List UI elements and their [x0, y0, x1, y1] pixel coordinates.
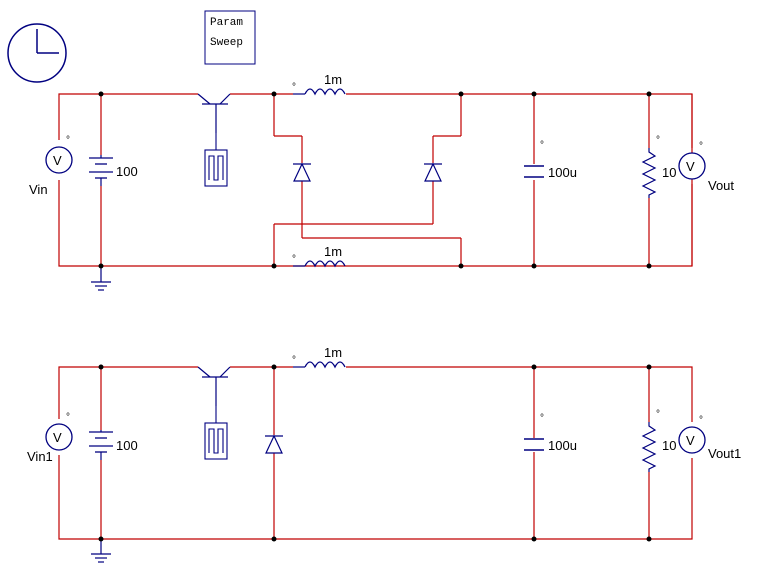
top-diode-left[interactable] — [293, 162, 311, 182]
top-inductor-2-dot: ° — [292, 254, 296, 265]
circuit-top: V ° Vin 100 ° — [29, 72, 734, 291]
bottom-inductor-value: 1m — [324, 345, 342, 360]
param-sweep-block[interactable]: Param Sweep — [204, 10, 256, 65]
top-wires — [58, 93, 693, 267]
param-sweep-label-1: Param — [210, 17, 243, 29]
bottom-voltmeter-in-dot: ° — [66, 412, 70, 423]
top-capacitor-value: 100u — [548, 165, 577, 180]
top-source-value: 100 — [116, 164, 138, 179]
top-diode-right[interactable] — [424, 162, 442, 182]
bottom-wires — [58, 366, 693, 540]
bottom-voltmeter-in-label: Vin1 — [27, 449, 53, 464]
bottom-voltmeter-out-symbol: V — [686, 433, 695, 448]
bottom-dc-source[interactable]: 100 — [89, 430, 138, 460]
top-voltmeter-in-symbol: V — [53, 153, 62, 168]
bottom-resistor-dot: ° — [656, 409, 660, 420]
clock-icon[interactable] — [7, 23, 67, 83]
top-gate-pulse-icon — [204, 133, 228, 187]
bottom-capacitor-dot: ° — [540, 413, 544, 424]
top-resistor-dot: ° — [656, 135, 660, 146]
top-inductor-1-dot: ° — [292, 82, 296, 93]
bottom-ground-symbol — [91, 539, 111, 563]
bottom-voltmeter-in[interactable]: V ° Vin1 — [27, 412, 73, 464]
bottom-gate-pulse-icon — [204, 406, 228, 460]
top-resistor-value: 10 — [662, 165, 676, 180]
top-voltmeter-out-symbol: V — [686, 159, 695, 174]
top-voltmeter-in[interactable]: V ° Vin — [29, 135, 73, 197]
top-inductor-1-value: 1m — [324, 72, 342, 87]
bottom-junctions — [98, 364, 652, 542]
circuit-bottom: V ° Vin1 100 ° 1m — [27, 345, 741, 563]
top-inductor-1[interactable]: ° 1m — [292, 72, 346, 96]
bottom-capacitor-value: 100u — [548, 438, 577, 453]
top-voltmeter-out-dot: ° — [699, 141, 703, 152]
top-voltmeter-in-dot: ° — [66, 135, 70, 146]
top-capacitor[interactable]: ° 100u — [524, 140, 577, 180]
bottom-resistor[interactable]: ° 10 — [641, 409, 676, 472]
bottom-switch[interactable] — [197, 366, 231, 406]
bottom-voltmeter-in-symbol: V — [53, 430, 62, 445]
top-voltmeter-out[interactable]: V ° Vout — [678, 141, 734, 193]
bottom-source-value: 100 — [116, 438, 138, 453]
bottom-inductor[interactable]: ° 1m — [292, 345, 346, 369]
top-inductor-2-value: 1m — [324, 244, 342, 259]
top-resistor[interactable]: ° 10 — [641, 135, 676, 198]
bottom-voltmeter-out[interactable]: V ° Vout1 — [678, 415, 741, 461]
top-inductor-2[interactable]: ° 1m — [292, 244, 346, 268]
top-capacitor-dot: ° — [540, 140, 544, 151]
top-junctions — [98, 91, 652, 269]
bottom-voltmeter-out-dot: ° — [699, 415, 703, 426]
bottom-voltmeter-out-label: Vout1 — [708, 446, 741, 461]
top-voltmeter-out-label: Vout — [708, 178, 734, 193]
top-dc-source[interactable]: 100 — [89, 155, 138, 186]
top-switch[interactable] — [197, 93, 231, 133]
bottom-capacitor[interactable]: ° 100u — [524, 413, 577, 453]
top-ground-symbol — [91, 266, 111, 291]
top-voltmeter-in-label: Vin — [29, 182, 48, 197]
bottom-diode[interactable] — [265, 434, 283, 454]
bottom-inductor-dot: ° — [292, 355, 296, 366]
param-sweep-label-2: Sweep — [210, 37, 243, 49]
bottom-resistor-value: 10 — [662, 438, 676, 453]
